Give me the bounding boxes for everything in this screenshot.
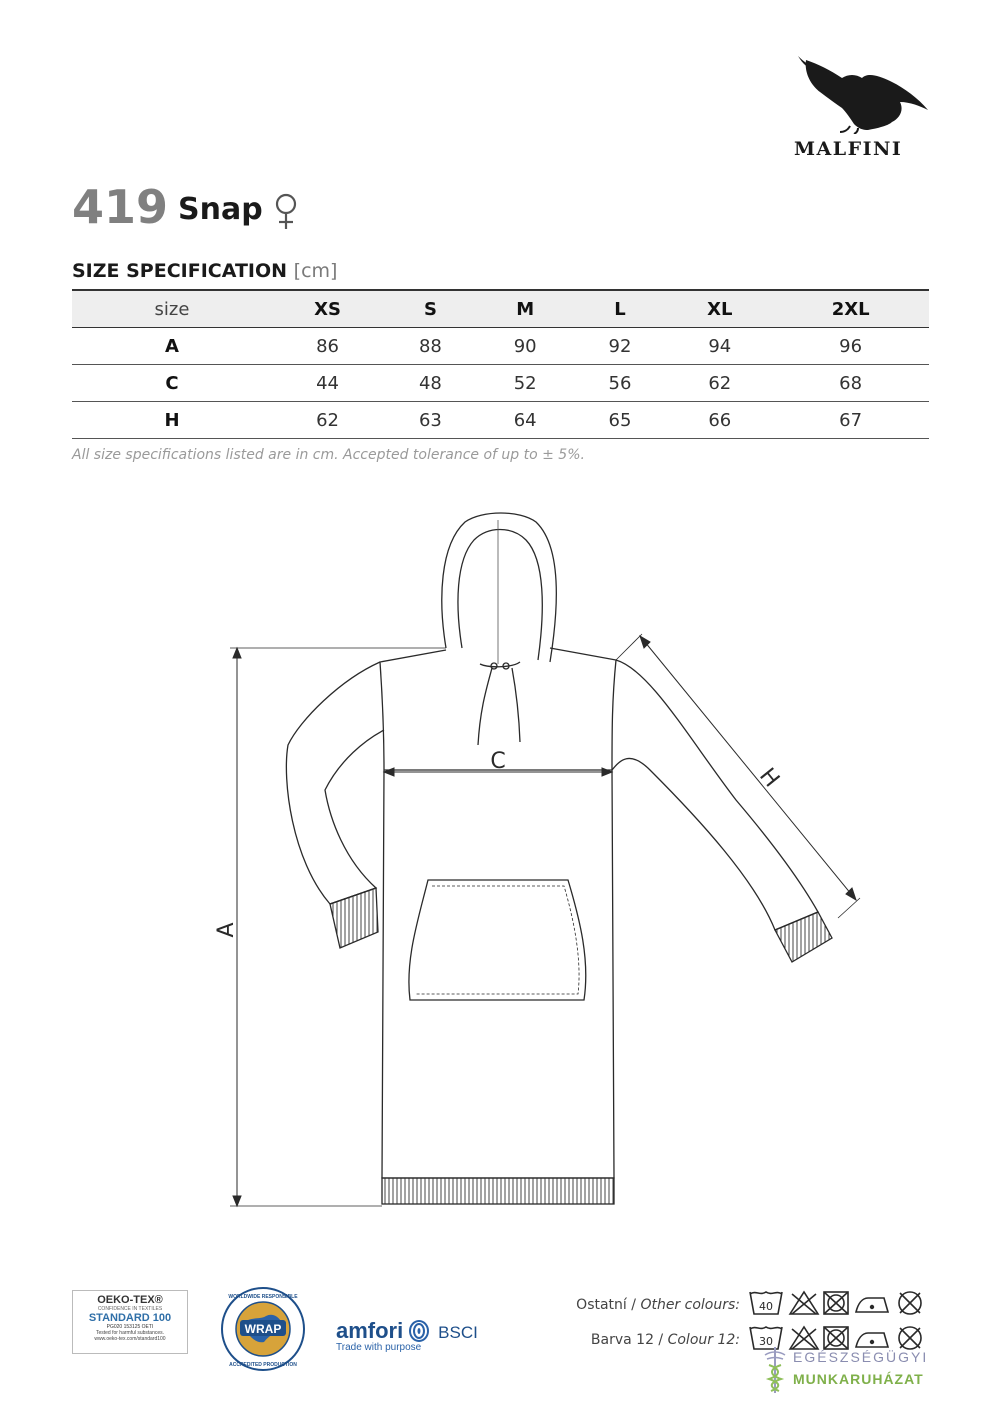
table-header-row: size XS S M L XL 2XL [72, 289, 929, 328]
table-cell: 67 [772, 401, 929, 439]
amfori-bsci: BSCI [438, 1323, 478, 1342]
row-label: A [72, 327, 272, 365]
label-a: A [214, 922, 239, 937]
tolerance-note: All size specifications listed are in cm… [72, 447, 585, 463]
table-cell: 88 [383, 327, 478, 365]
table-cell: 62 [272, 401, 384, 439]
oeko-standard: STANDARD 100 [88, 1312, 172, 1324]
oeko-tex-label: OEKO-TEX® CONFIDENCE IN TEXTILES STANDAR… [72, 1290, 188, 1354]
badge-line2: MUNKARUHÁZAT [793, 1371, 924, 1387]
care-label-cz: Ostatní / [576, 1297, 641, 1313]
hem-rib [381, 1177, 615, 1205]
care-label-en: Other colours: [640, 1297, 740, 1313]
label-h: H [754, 764, 784, 793]
brand-name: MALFINI [794, 138, 903, 160]
header-cell: S [383, 289, 478, 328]
table-cell: 86 [272, 327, 384, 365]
kangaroo-pocket [408, 879, 587, 1001]
left-sleeve [285, 661, 385, 905]
care-symbols-colour12: 30 [749, 1325, 922, 1350]
header-cell: M [477, 289, 573, 328]
hood-outline [441, 512, 557, 663]
amfori-word: amfori [336, 1318, 404, 1343]
table-cell: 48 [383, 364, 478, 402]
iron-icon [854, 1297, 890, 1313]
wrap-bottom: ACCREDITED PRODUCTION [229, 1362, 297, 1368]
header-cell: XS [272, 289, 384, 328]
table-cell: 65 [572, 401, 668, 439]
oeko-subtitle: CONFIDENCE IN TEXTILES [97, 1306, 163, 1312]
wash-temp: 40 [759, 1300, 773, 1313]
table-cell: 63 [383, 401, 478, 439]
care-label-colour12: Barva 12 / Colour 12: [560, 1332, 740, 1348]
badge-line1: EGÉSZSÉGÜGYI [793, 1349, 929, 1365]
table-cell: 52 [477, 364, 573, 402]
no-bleach-icon [788, 1325, 820, 1350]
spec-title-text: SIZE SPECIFICATION [72, 260, 288, 282]
product-name: Snap [178, 192, 263, 227]
table-cell: 44 [272, 364, 384, 402]
hood-inner [457, 528, 543, 661]
oeko-brand: OEKO-TEX® [97, 1294, 163, 1306]
left-cuff [329, 887, 379, 949]
table-cell: 64 [477, 401, 573, 439]
wrap-logo: WRAP WORLDWIDE RESPONSIBLE ACCREDITED PR… [221, 1287, 305, 1371]
table-cell: 92 [572, 327, 668, 365]
header-cell: XL [667, 289, 773, 328]
right-cuff [774, 911, 833, 963]
table-cell: 68 [772, 364, 929, 402]
table-row: C 44 48 52 56 62 68 [72, 364, 929, 402]
amfori-bsci-logo: amfori BSCI Trade with purpose [336, 1318, 478, 1353]
eagle-icon [798, 56, 928, 134]
no-dry-clean-icon [898, 1326, 922, 1350]
row-label: C [72, 364, 272, 402]
header-cell: L [572, 289, 668, 328]
table-cell: 62 [667, 364, 773, 402]
label-c: C [490, 749, 505, 774]
table-cell: 66 [667, 401, 773, 439]
no-bleach-icon [788, 1290, 820, 1315]
workwear-badge: EGÉSZSÉGÜGYI MUNKARUHÁZAT [757, 1345, 935, 1395]
amfori-tagline: Trade with purpose [336, 1342, 422, 1353]
right-sleeve [611, 659, 819, 931]
no-tumble-dry-icon [823, 1326, 849, 1350]
garment-diagram: A C H [214, 512, 861, 1208]
table-row: A 86 88 90 92 94 96 [72, 327, 929, 365]
header-cell: 2XL [772, 289, 929, 328]
oeko-tested: Tested for harmful substances. [95, 1330, 165, 1336]
care-symbols-other: 40 [749, 1290, 922, 1315]
table-row: H 62 63 64 65 66 67 [72, 401, 929, 439]
size-table: size XS S M L XL 2XL A 86 88 90 92 94 96… [72, 289, 929, 439]
table-cell: 96 [772, 327, 929, 365]
care-label-cz: Barva 12 / [590, 1332, 668, 1348]
caduceus-icon [764, 1347, 786, 1393]
table-cell: 56 [572, 364, 668, 402]
body-outline [379, 647, 617, 1179]
oeko-number: PG020 153125 OETI [106, 1324, 154, 1330]
header-cell: size [72, 289, 272, 328]
spec-unit: [cm] [293, 260, 338, 282]
care-label-other: Ostatní / Other colours: [560, 1297, 740, 1313]
brand-logo: MALFINI [780, 52, 950, 162]
care-label-en: Colour 12: [667, 1332, 740, 1348]
drawstring [477, 667, 521, 746]
spec-title: SIZE SPECIFICATION [cm] [72, 260, 337, 282]
table-cell: 94 [667, 327, 773, 365]
row-label: H [72, 401, 272, 439]
wrap-center: WRAP [245, 1322, 282, 1336]
oeko-url: www.oeko-tex.com/standard100 [94, 1336, 166, 1342]
iron-icon [854, 1332, 890, 1348]
wash-icon [749, 1291, 783, 1315]
female-icon [275, 193, 297, 229]
no-dry-clean-icon [898, 1291, 922, 1315]
product-code: 419 [72, 180, 169, 234]
table-cell: 90 [477, 327, 573, 365]
no-tumble-dry-icon [823, 1291, 849, 1315]
amfori-rings-icon [408, 1320, 429, 1342]
wash-icon [749, 1326, 783, 1350]
wash-temp: 30 [759, 1335, 773, 1348]
wrap-top: WORLDWIDE RESPONSIBLE [228, 1294, 298, 1300]
